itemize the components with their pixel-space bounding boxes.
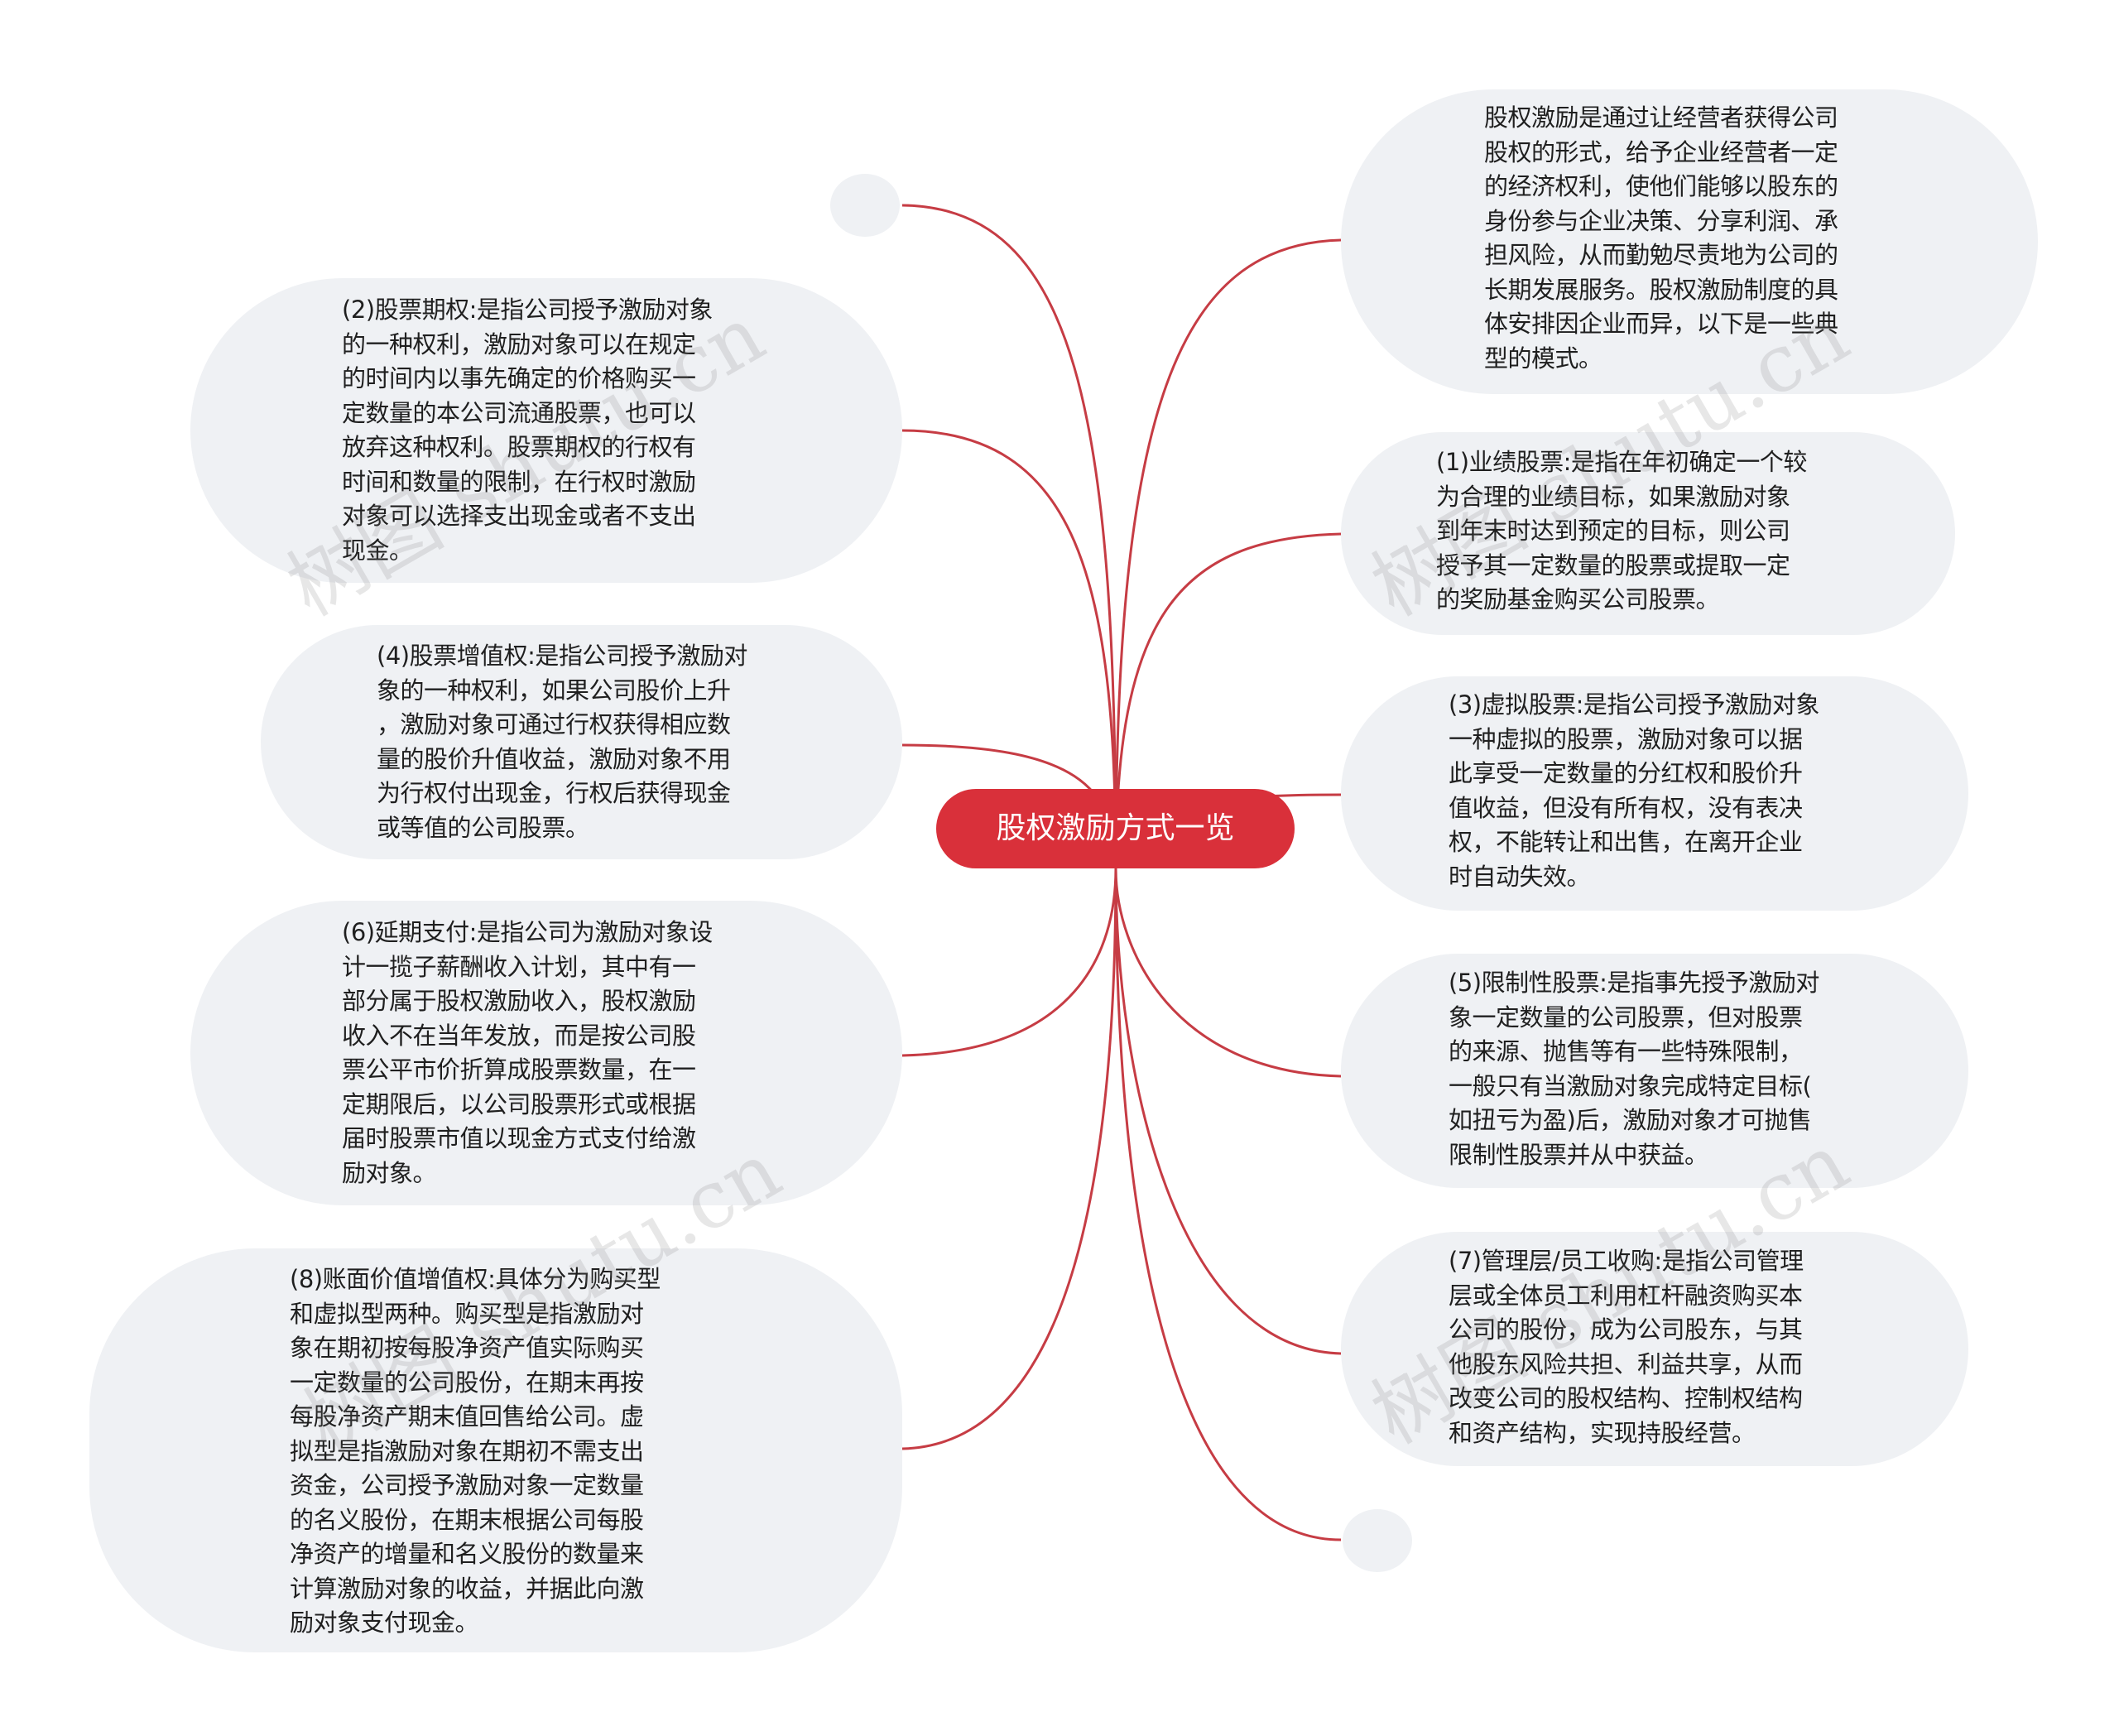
link-deferred-payment: [901, 868, 1117, 1057]
node-restricted-shares-text: (5)限制性股票:是指事先授予激励对 象一定数量的公司股票，但对股票 的来源、抛…: [1449, 969, 1819, 1169]
link-intro: [1114, 238, 1342, 869]
node-deferred-payment[interactable]: (6)延期支付:是指公司为激励对象设 计一揽子薪酬收入计划，其中有一 部分属于股…: [190, 901, 902, 1205]
node-phantom-shares-text: (3)虚拟股票:是指公司授予激励对象 一种虚拟的股票，激励对象可以据 此享受一定…: [1449, 690, 1819, 891]
node-performance-shares-text: (1)业绩股票:是指在年初确定一个较 为合理的业绩目标，如果激励对象 到年末时达…: [1436, 448, 1807, 613]
node-book-value-text: (8)账面价值增值权:具体分为购买型 和虚拟型两种。购买型是指激励对 象在期初按…: [290, 1265, 661, 1637]
link-performance-shares: [1114, 532, 1342, 869]
center-topic[interactable]: 股权激励方式一览: [936, 789, 1295, 868]
node-stock-options[interactable]: (2)股票期权:是指公司授予激励对象 的一种权利，激励对象可以在规定 的时间内以…: [190, 278, 902, 583]
node-book-value[interactable]: (8)账面价值增值权:具体分为购买型 和虚拟型两种。购买型是指激励对 象在期初按…: [89, 1248, 902, 1652]
node-intro-text: 股权激励是通过让经营者获得公司 股权的形式，给予企业经营者一定 的经济权利，使他…: [1484, 103, 1838, 373]
empty-node-bottom[interactable]: [1343, 1509, 1412, 1572]
node-buyout[interactable]: (7)管理层/员工收购:是指公司管理 层或全体员工利用杠杆融资购买本 公司的股份…: [1341, 1232, 1968, 1466]
empty-node-top[interactable]: [830, 174, 900, 237]
node-deferred-payment-text: (6)延期支付:是指公司为激励对象设 计一揽子薪酬收入计划，其中有一 部分属于股…: [342, 918, 713, 1187]
node-stock-options-text: (2)股票期权:是指公司授予激励对象 的一种权利，激励对象可以在规定 的时间内以…: [342, 296, 713, 565]
node-performance-shares[interactable]: (1)业绩股票:是指在年初确定一个较 为合理的业绩目标，如果激励对象 到年末时达…: [1341, 432, 1955, 635]
node-phantom-shares[interactable]: (3)虚拟股票:是指公司授予激励对象 一种虚拟的股票，激励对象可以据 此享受一定…: [1341, 676, 1968, 911]
link-book-value: [901, 868, 1117, 1450]
node-stock-appreciation[interactable]: (4)股票增值权:是指公司授予激励对 象的一种权利，如果公司股价上升 ，激励对象…: [261, 625, 902, 859]
node-restricted-shares[interactable]: (5)限制性股票:是指事先授予激励对 象一定数量的公司股票，但对股票 的来源、抛…: [1341, 954, 1968, 1188]
link-buyout: [1114, 868, 1342, 1355]
link-restricted-shares: [1114, 868, 1342, 1078]
node-intro[interactable]: 股权激励是通过让经营者获得公司 股权的形式，给予企业经营者一定 的经济权利，使他…: [1341, 89, 2038, 394]
link-stock-options: [901, 429, 1117, 869]
node-buyout-text: (7)管理层/员工收购:是指公司管理 层或全体员工利用杠杆融资购买本 公司的股份…: [1449, 1247, 1804, 1447]
node-stock-appreciation-text: (4)股票增值权:是指公司授予激励对 象的一种权利，如果公司股价上升 ，激励对象…: [377, 642, 747, 842]
link-empty-bottom: [1114, 868, 1342, 1541]
link-empty-top: [901, 204, 1117, 869]
